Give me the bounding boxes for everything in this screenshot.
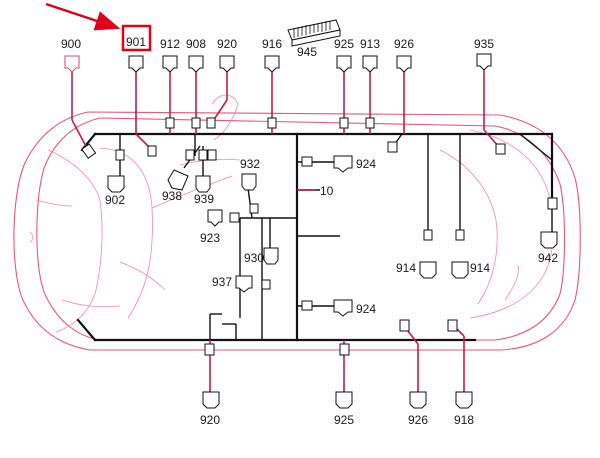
connector-924-lower <box>333 299 353 317</box>
pointer-arrow <box>45 2 121 31</box>
label-918: 918 <box>454 413 474 427</box>
label-930: 930 <box>244 251 264 265</box>
connector-923 <box>207 209 223 227</box>
connector-942 <box>540 231 558 249</box>
label-942: 942 <box>538 251 558 265</box>
label-916: 916 <box>262 37 282 51</box>
connector-916 <box>264 55 280 73</box>
body-connectors <box>107 155 558 409</box>
connector-908 <box>188 55 204 73</box>
vehicle-outline <box>13 94 581 351</box>
label-908: 908 <box>186 37 206 51</box>
label-945: 945 <box>297 45 317 59</box>
label-10: 10 <box>320 184 334 198</box>
label-932: 932 <box>240 157 260 171</box>
label-926-bottom: 926 <box>408 413 428 427</box>
top-connectors <box>64 53 492 73</box>
connector-937 <box>235 275 253 293</box>
label-924-lower: 924 <box>356 302 376 316</box>
label-902: 902 <box>105 193 125 207</box>
connector-935 <box>476 53 492 71</box>
connector-900 <box>64 55 80 73</box>
label-920-top: 920 <box>217 37 237 51</box>
highlight-box <box>121 24 152 52</box>
label-914-left: 914 <box>396 261 416 275</box>
label-913: 913 <box>360 37 380 51</box>
connector-901 <box>128 55 144 73</box>
connector-902 <box>107 175 125 193</box>
connector-939 <box>195 175 211 193</box>
connector-924-upper <box>333 155 353 173</box>
label-938: 938 <box>162 189 182 203</box>
connector-913 <box>362 55 378 73</box>
connector-932 <box>241 173 257 191</box>
connector-925-top <box>336 55 352 73</box>
connector-914-right <box>451 261 469 279</box>
label-920-bottom: 920 <box>200 413 220 427</box>
main-harness <box>76 132 554 342</box>
label-923: 923 <box>200 231 220 245</box>
label-926-top: 926 <box>394 37 414 51</box>
inline-connectors <box>81 117 558 356</box>
connector-918 <box>455 391 473 409</box>
label-901: 901 <box>126 35 146 49</box>
connector-920-top <box>219 55 235 73</box>
label-935: 935 <box>474 37 494 51</box>
label-914-right: 914 <box>470 261 490 275</box>
connector-938 <box>167 169 189 191</box>
label-925-bottom: 925 <box>334 413 354 427</box>
connector-926-top <box>396 55 412 73</box>
connector-925-bottom <box>335 391 353 409</box>
connector-914-left <box>419 261 437 279</box>
connector-945 <box>287 19 341 47</box>
label-925-top: 925 <box>334 37 354 51</box>
label-900: 900 <box>61 37 81 51</box>
label-939: 939 <box>194 192 214 206</box>
label-912: 912 <box>160 37 180 51</box>
label-924-upper: 924 <box>356 157 376 171</box>
connector-912 <box>162 55 178 73</box>
label-937: 937 <box>212 275 232 289</box>
connector-920-bottom <box>202 391 220 409</box>
connector-930 <box>263 247 279 265</box>
connector-labels: 900 901 912 908 920 916 945 925 913 926 … <box>61 35 558 427</box>
connector-926-bottom <box>409 391 427 409</box>
